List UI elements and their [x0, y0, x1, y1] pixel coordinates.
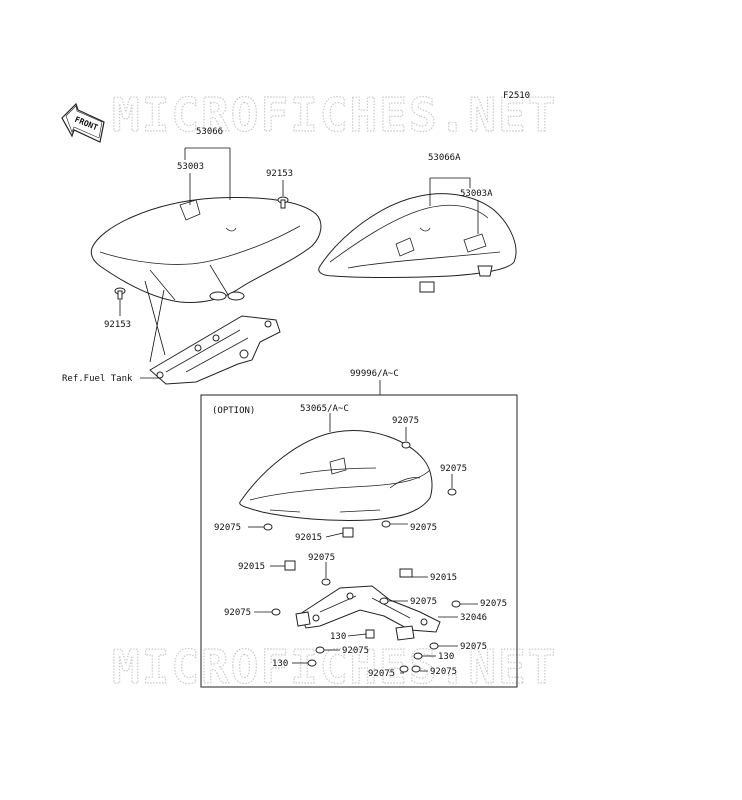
passenger-seat: [318, 193, 517, 293]
option-box: [200, 394, 518, 688]
label-92015-b: 92015: [238, 562, 265, 572]
label-130-a: 130: [330, 632, 346, 642]
label-92075-c: 92075: [214, 523, 241, 533]
rider-seat: [90, 197, 322, 303]
label-92075-b: 92075: [440, 464, 467, 474]
front-arrow-icon: FRONT: [61, 102, 105, 143]
label-99996: 99996/A~C: [350, 369, 399, 379]
label-92075-g: 92075: [480, 599, 507, 609]
label-92153-bottom: 92153: [104, 320, 131, 330]
label-92075-h: 92075: [224, 608, 251, 618]
label-92075-i: 92075: [460, 642, 487, 652]
label-130-b: 130: [438, 652, 454, 662]
label-53065: 53065/A~C: [300, 404, 349, 414]
bolt-92153-top: [277, 196, 289, 209]
label-53003A: 53003A: [460, 189, 493, 199]
label-32046: 32046: [460, 613, 487, 623]
label-53066A: 53066A: [428, 153, 461, 163]
label-ref-fuel-tank: Ref.Fuel Tank: [62, 374, 133, 384]
seat-cowl: [239, 430, 433, 522]
rear-bracket: [295, 585, 441, 641]
label-92015-a: 92015: [295, 533, 322, 543]
label-92075-f: 92075: [410, 597, 437, 607]
label-92075-l: 92075: [430, 667, 457, 677]
watermark-top: MICROFICHES.NET: [112, 88, 557, 142]
label-92075-a: 92075: [392, 416, 419, 426]
label-53066: 53066: [196, 127, 223, 137]
label-130-c: 130: [272, 659, 288, 669]
watermark-bottom: MICROFICHES.NET: [112, 640, 557, 694]
label-92075-e: 92075: [308, 553, 335, 563]
seat-bracket: [149, 315, 281, 385]
bolt-92153-bottom: [114, 287, 126, 300]
label-53003: 53003: [177, 162, 204, 172]
option-label: (OPTION): [212, 406, 255, 416]
label-92075-d: 92075: [410, 523, 437, 533]
label-92015-c: 92015: [430, 573, 457, 583]
label-92153-top: 92153: [266, 169, 293, 179]
diagram-code: F2510: [503, 91, 530, 101]
label-92075-j: 92075: [342, 646, 369, 656]
label-92075-k: 92075: [368, 669, 395, 679]
fasteners: [263, 441, 461, 673]
